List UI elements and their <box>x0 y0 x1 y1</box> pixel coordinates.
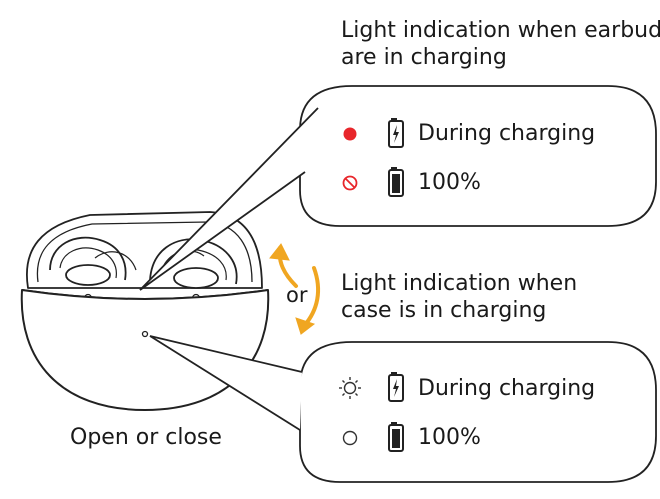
case-body <box>20 289 270 411</box>
case-row2-label: 100% <box>418 425 481 450</box>
arrow-down-head <box>295 317 316 335</box>
arrow-up-head <box>269 243 290 261</box>
battery-full-icon <box>388 167 404 197</box>
case-callout-bubble <box>299 341 657 483</box>
battery-charging-icon <box>388 118 404 148</box>
case-row1-label: During charging <box>418 376 596 401</box>
light-off-icon <box>342 430 358 446</box>
case-caption: Open or close <box>70 425 222 450</box>
battery-full-icon <box>388 422 404 452</box>
earbuds-row1-label: During charging <box>418 121 596 146</box>
battery-charging-icon <box>388 372 404 402</box>
earbuds-callout <box>139 85 657 291</box>
case-indicator-light <box>141 330 149 338</box>
earbuds-title-line2: are in charging <box>341 45 507 70</box>
case-callout-pointer <box>149 335 303 431</box>
red-dot-icon <box>343 127 357 141</box>
case-title-line1: Light indication when <box>341 271 578 296</box>
lid-or-label: or <box>286 283 308 307</box>
lid-arrows <box>269 243 321 335</box>
earbuds-title-line1: Light indication when earbuds <box>341 18 660 43</box>
no-light-icon <box>342 175 358 191</box>
earbuds-callout-bubble <box>299 85 657 227</box>
earbuds-callout-pointer <box>139 107 319 291</box>
earbuds-row2-label: 100% <box>418 170 481 195</box>
left-earbud <box>49 236 137 286</box>
case-callout <box>149 335 657 483</box>
light-on-icon <box>339 377 361 399</box>
case-title-line2: case is in charging <box>341 298 547 323</box>
